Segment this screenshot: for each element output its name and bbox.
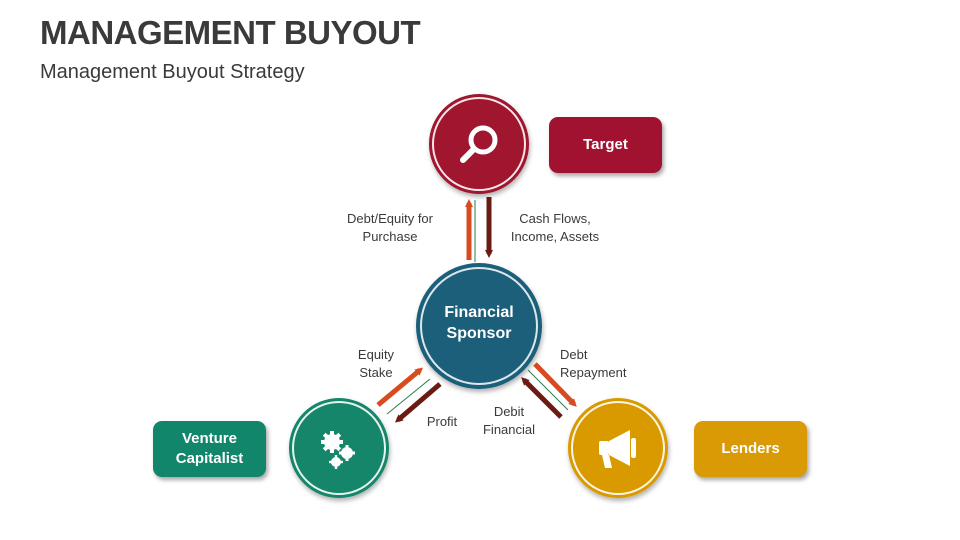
arrow-equity-stake: [376, 367, 431, 415]
megaphone-icon: [599, 430, 636, 468]
label-debt-repayment: Debt Repayment: [560, 347, 627, 380]
label-equity-stake: Equity Stake: [357, 347, 395, 380]
label-debit-financial: Debit Financial: [482, 404, 536, 437]
lenders-box: Lenders: [694, 421, 807, 477]
label-cash-flows: Cash Flows, Income, Assets: [510, 211, 600, 244]
search-icon: [460, 125, 498, 163]
arrow-debit-financial: [521, 377, 563, 419]
gears-icon: [321, 431, 355, 469]
arrow-debt-equity: [465, 199, 476, 262]
financial-sponsor-label: Financial Sponsor: [444, 304, 514, 342]
financial-sponsor-circle: [416, 263, 542, 389]
label-debt-equity: Debt/Equity for Purchase: [347, 211, 433, 244]
arrow-profit: [394, 382, 442, 423]
venture-capitalist-box: Venture Capitalist: [153, 421, 266, 477]
label-profit: Profit: [426, 414, 458, 429]
venture-capitalist-label: Venture Capitalist: [175, 430, 244, 467]
arrow-debt-repayment: [527, 362, 577, 411]
target-label: Target: [583, 136, 628, 153]
page-subtitle: Management Buyout Strategy: [40, 61, 305, 83]
target-circle: [429, 94, 529, 194]
page-title: MANAGEMENT BUYOUT: [40, 14, 421, 51]
lenders-label: Lenders: [721, 440, 780, 457]
target-box: Target: [549, 117, 662, 173]
